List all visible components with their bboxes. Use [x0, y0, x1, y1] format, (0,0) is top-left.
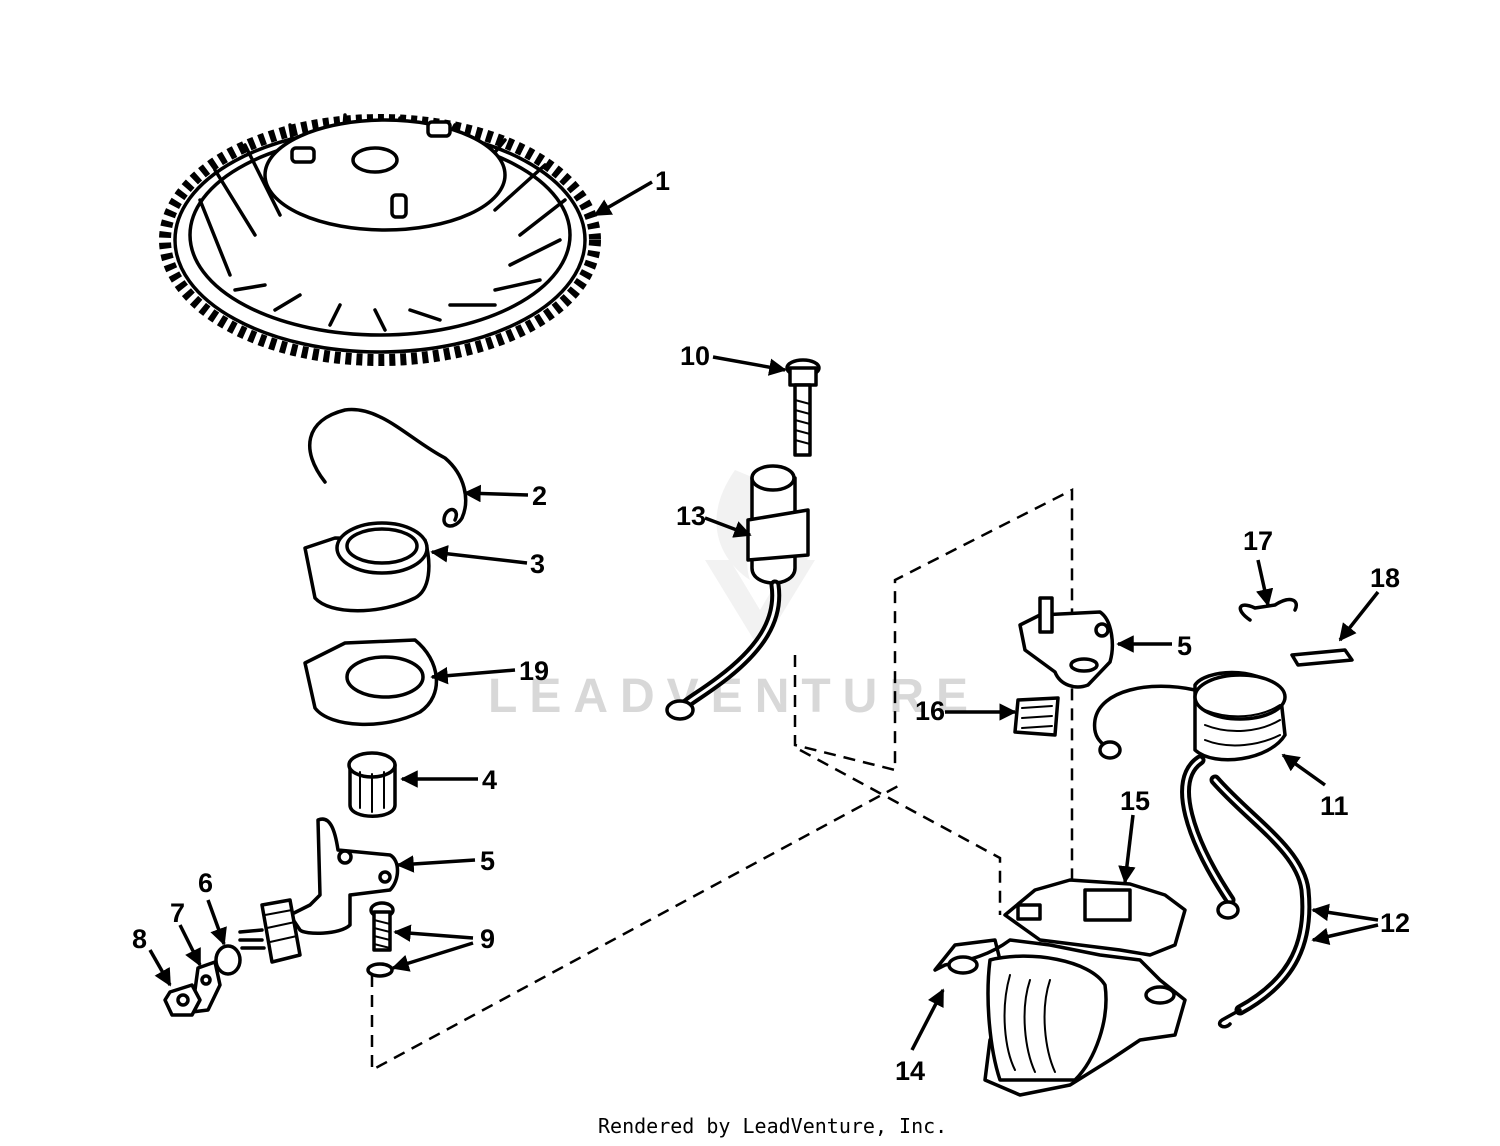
spring-clip-part: [308, 407, 468, 528]
bushing-part: [347, 751, 397, 818]
callout-13: 13: [676, 501, 706, 531]
bracket-part: [1018, 596, 1114, 689]
callout-17: 17: [1243, 526, 1273, 556]
callout-8: 8: [132, 924, 147, 954]
callout-18: 18: [1370, 563, 1400, 593]
coil-part: [1092, 670, 1287, 762]
gasket-part: [303, 638, 438, 727]
condenser-part: [665, 464, 810, 721]
callout-5-lower: 5: [480, 846, 495, 876]
callout-9: 9: [480, 924, 495, 954]
breaker-arm-part: [288, 817, 400, 936]
clip-18-part: [1290, 648, 1354, 667]
screw-10-part: [785, 358, 821, 457]
callout-11: 11: [1320, 791, 1349, 821]
callout-15: 15: [1120, 786, 1150, 816]
callout-labels: 1 2 3 19 4 5 6 7 8 9 10 13 5 16 17 18 11…: [132, 166, 1410, 1086]
callout-arrows: [148, 180, 1380, 1051]
watermark-text: LEADVENTURE: [488, 670, 980, 723]
callout-10: 10: [680, 341, 710, 371]
callout-12: 12: [1380, 908, 1410, 938]
callout-5-upper: 5: [1177, 631, 1192, 661]
cam-plate-part: [303, 521, 431, 613]
callout-2: 2: [532, 481, 547, 511]
callout-4: 4: [482, 765, 497, 795]
housing-part: [933, 878, 1187, 1097]
callout-14: 14: [895, 1056, 925, 1086]
callout-19: 19: [519, 656, 549, 686]
callout-16: 16: [915, 696, 945, 726]
screw-washer-part: [366, 901, 395, 978]
callout-7: 7: [170, 898, 185, 928]
flywheel-part: [159, 113, 601, 366]
assembly-guide-lines: [370, 487, 1074, 1073]
points-assembly-part: [163, 898, 302, 1017]
footer-credit: Rendered by LeadVenture, Inc.: [598, 1114, 947, 1138]
callout-3: 3: [530, 549, 545, 579]
callout-6: 6: [198, 868, 213, 898]
lead-wires-part: [1180, 754, 1312, 1029]
felt-pad-part: [1013, 696, 1060, 737]
callout-1: 1: [655, 166, 670, 196]
